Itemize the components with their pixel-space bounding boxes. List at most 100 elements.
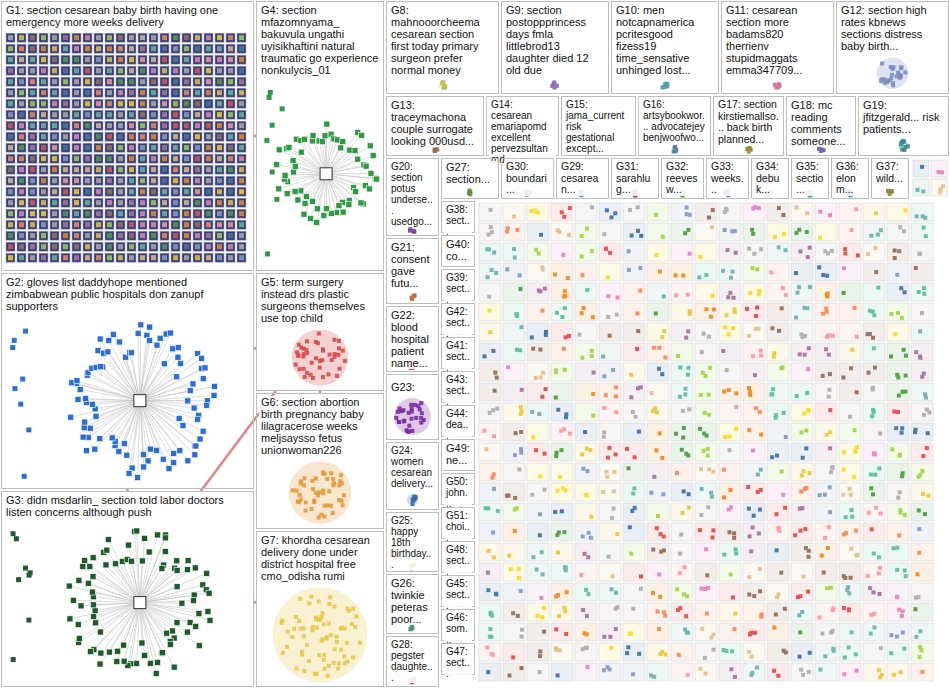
vertex-square xyxy=(190,598,196,604)
vertex-square xyxy=(18,402,23,407)
tie-line xyxy=(140,395,214,400)
vertex-dot xyxy=(74,255,79,260)
vertex-square xyxy=(419,421,423,425)
vertex-dot xyxy=(74,134,79,139)
vertex-dot xyxy=(41,200,46,205)
vertex-dot xyxy=(239,200,244,205)
vertex-square xyxy=(138,132,147,141)
vertex-square xyxy=(468,188,472,192)
hub-vertex xyxy=(134,597,146,609)
vertex-square xyxy=(302,476,306,480)
vertex-dot xyxy=(217,112,222,117)
vertex-dot xyxy=(107,233,112,238)
cluster-drawing xyxy=(407,494,418,506)
vertex-square xyxy=(204,165,213,174)
vertex-dot xyxy=(19,79,24,84)
vertex-square xyxy=(751,207,755,211)
vertex-square xyxy=(155,532,161,538)
vertex-square xyxy=(215,121,224,130)
vertex-dot xyxy=(162,156,167,161)
vertex-square xyxy=(105,143,114,152)
tie-line xyxy=(93,577,140,603)
vertex-square xyxy=(83,395,89,401)
vertex-dot xyxy=(96,255,101,260)
vertex-square xyxy=(50,110,59,119)
vertex-dot xyxy=(151,244,156,249)
vertex-square xyxy=(308,215,314,221)
vertex-square xyxy=(72,66,81,75)
vertex-square xyxy=(298,188,304,194)
vertex-square xyxy=(127,77,136,86)
vertex-dot xyxy=(118,189,123,194)
vertex-square xyxy=(70,597,76,603)
vertex-dot xyxy=(162,255,167,260)
vertex-square xyxy=(72,55,81,64)
vertex-dot xyxy=(19,112,24,117)
vertex-dot xyxy=(30,79,35,84)
vertex-dot xyxy=(206,35,211,40)
vertex-dot xyxy=(129,79,134,84)
vertex-square xyxy=(72,77,81,86)
vertex-dot xyxy=(140,189,145,194)
vertex-dot xyxy=(41,134,46,139)
vertex-square xyxy=(129,465,135,471)
vertex-square xyxy=(193,220,202,229)
vertex-dot xyxy=(173,200,178,205)
tie-line xyxy=(87,401,140,451)
vertex-square xyxy=(105,88,114,97)
vertex-square xyxy=(127,33,136,42)
vertex-square xyxy=(149,209,158,218)
vertex-square xyxy=(319,139,325,145)
vertex-square xyxy=(828,213,832,217)
vertex-square xyxy=(899,66,903,70)
vertex-square xyxy=(226,231,235,240)
vertex-square xyxy=(193,33,202,42)
vertex-square xyxy=(28,165,37,174)
vertex-square xyxy=(174,584,180,590)
vertex-square xyxy=(83,55,92,64)
vertex-dot xyxy=(96,57,101,62)
vertex-square xyxy=(28,220,37,229)
vertex-dot xyxy=(74,200,79,205)
vertex-square xyxy=(889,76,893,80)
vertex-square xyxy=(121,658,127,664)
vertex-dot xyxy=(184,90,189,95)
vertex-dot xyxy=(74,46,79,51)
vertex-square xyxy=(105,66,114,75)
vertex-square xyxy=(512,215,516,219)
vertex-dot xyxy=(162,200,167,205)
vertex-dot xyxy=(30,233,35,238)
vertex-square xyxy=(98,364,104,370)
vertex-square xyxy=(83,198,92,207)
vertex-square xyxy=(193,623,199,629)
vertex-dot xyxy=(195,189,200,194)
vertex-square xyxy=(138,231,147,240)
vertex-square xyxy=(160,99,169,108)
vertex-square xyxy=(226,187,235,196)
tie-line xyxy=(84,401,140,428)
vertex-square xyxy=(226,154,235,163)
vertex-dot xyxy=(118,178,123,183)
vertex-dot xyxy=(85,233,90,238)
vertex-square xyxy=(335,635,339,639)
vertex-dot xyxy=(228,255,233,260)
vertex-dot xyxy=(217,211,222,216)
vertex-dot xyxy=(217,123,222,128)
vertex-square xyxy=(39,110,48,119)
vertex-square xyxy=(6,66,15,75)
vertex-dot xyxy=(228,68,233,73)
group-cell xyxy=(839,203,861,221)
vertex-dot xyxy=(8,189,13,194)
vertex-dot xyxy=(195,200,200,205)
vertex-dot xyxy=(129,112,134,117)
vertex-square xyxy=(226,242,235,251)
vertex-square xyxy=(50,88,59,97)
vertex-square xyxy=(160,143,169,152)
vertex-square xyxy=(116,176,125,185)
vertex-dot xyxy=(129,244,134,249)
vertex-square xyxy=(161,361,167,367)
vertex-square xyxy=(83,66,92,75)
vertex-square xyxy=(187,619,193,625)
tie-line xyxy=(96,401,140,417)
vertex-square xyxy=(174,558,180,564)
